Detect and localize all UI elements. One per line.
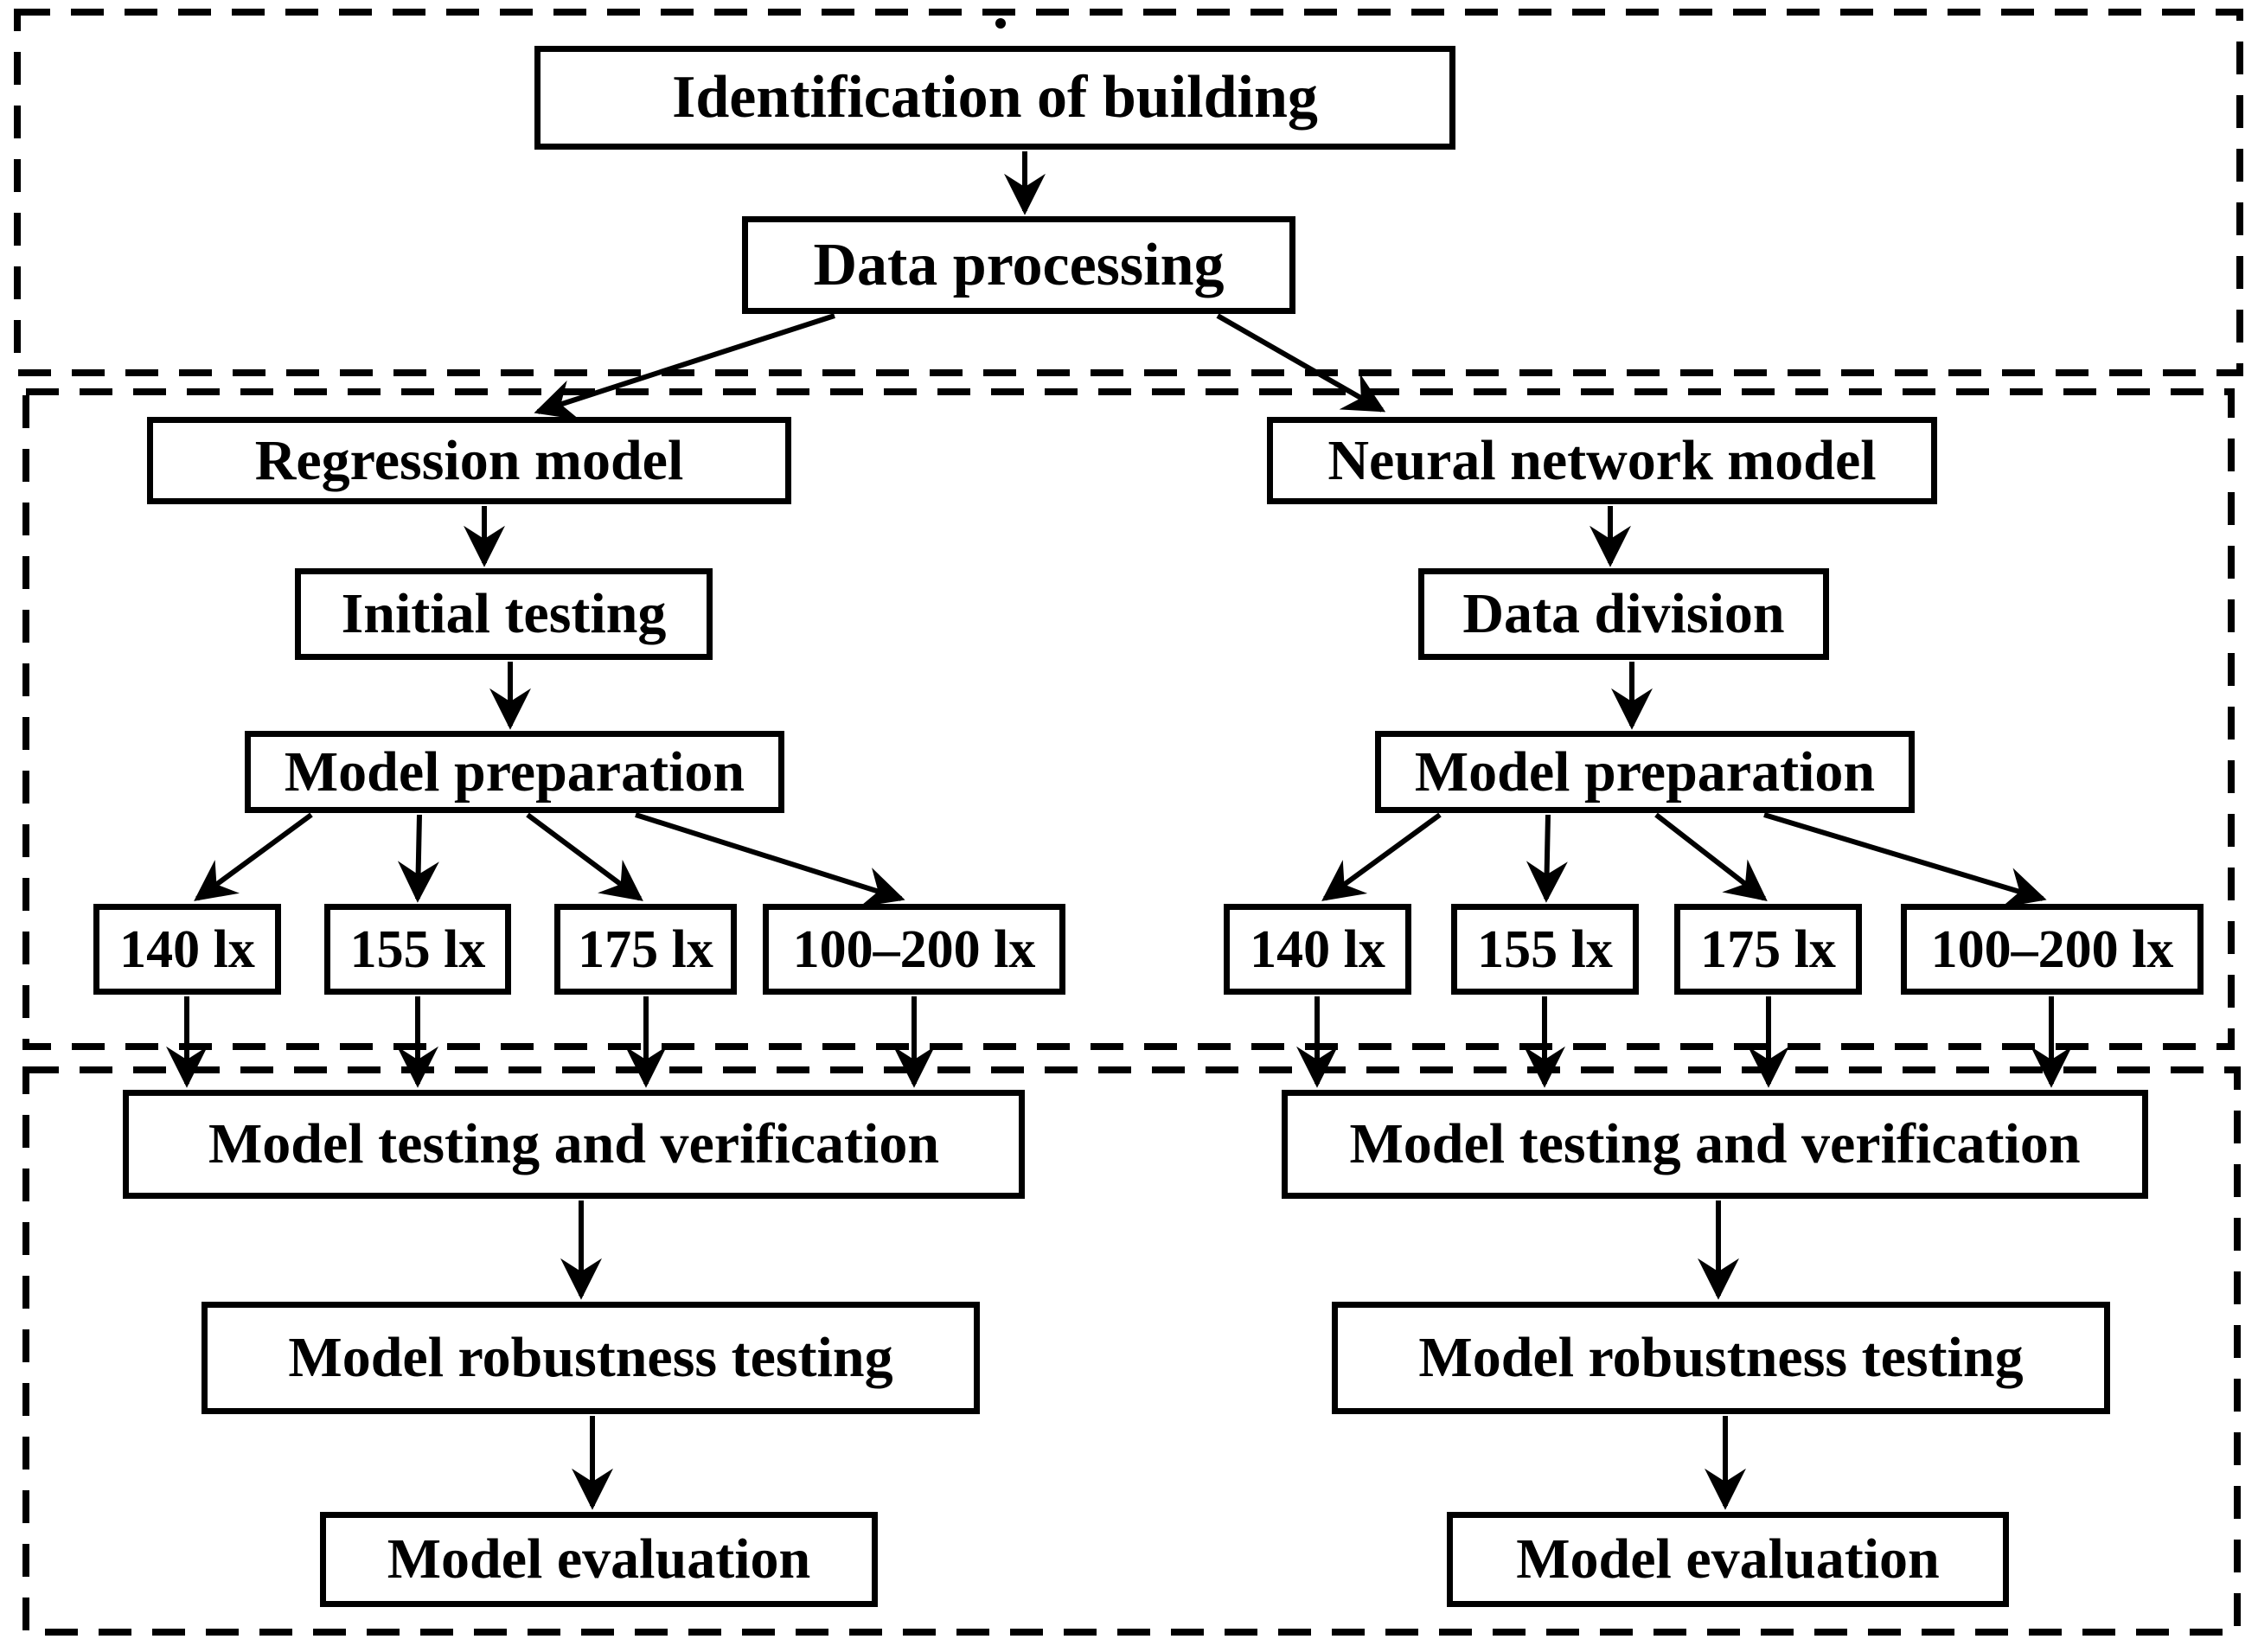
node-label: Data processing — [813, 231, 1225, 298]
phase-3-dashed-box — [22, 1066, 2241, 1636]
node-model-testing-right: Model testing and verification — [1282, 1090, 2148, 1199]
node-155lx-left: 155 lx — [324, 904, 511, 995]
node-model-evaluation-right: Model evaluation — [1447, 1512, 2009, 1607]
node-label: Data division — [1462, 582, 1785, 645]
node-initial-testing: Initial testing — [295, 568, 713, 660]
node-label: Identification of building — [672, 64, 1318, 131]
node-label: Model robustness testing — [1418, 1326, 2024, 1389]
node-label: Initial testing — [341, 582, 667, 645]
phase-2-dashed-box — [22, 388, 2235, 1050]
node-140lx-right: 140 lx — [1224, 904, 1411, 995]
top-center-dot — [995, 18, 1006, 29]
node-model-preparation-left: Model preparation — [245, 731, 784, 813]
edge-dataprocessing-to-neural — [1216, 313, 1386, 413]
node-model-preparation-right: Model preparation — [1375, 731, 1915, 813]
node-data-division: Data division — [1418, 568, 1829, 660]
node-model-robustness-left: Model robustness testing — [201, 1302, 980, 1414]
node-data-processing: Data processing — [742, 216, 1295, 314]
node-100-200lx-left: 100–200 lx — [763, 904, 1065, 995]
node-neural-network-model: Neural network model — [1267, 417, 1937, 504]
node-label: Model testing and verification — [208, 1112, 940, 1175]
node-label: Model evaluation — [387, 1527, 811, 1591]
node-identification-of-building: Identification of building — [534, 46, 1455, 150]
node-model-robustness-right: Model robustness testing — [1332, 1302, 2110, 1414]
node-label: Model testing and verification — [1349, 1112, 2081, 1175]
node-175lx-left: 175 lx — [554, 904, 737, 995]
node-label: 140 lx — [119, 919, 255, 979]
node-label: 155 lx — [1477, 919, 1613, 979]
node-label: 100–200 lx — [792, 919, 1036, 979]
edge-prepleft-to-155lx — [397, 814, 439, 903]
node-model-evaluation-left: Model evaluation — [320, 1512, 878, 1607]
edge-prepright-to-155lx — [1526, 814, 1568, 903]
node-100-200lx-right: 100–200 lx — [1901, 904, 2204, 995]
node-label: 155 lx — [349, 919, 486, 979]
node-175lx-right: 175 lx — [1674, 904, 1862, 995]
edge-prepright-to-100-200lx — [1763, 812, 2047, 908]
edge-prepright-to-175lx — [1654, 812, 1768, 901]
node-label: Model preparation — [1414, 740, 1876, 804]
node-155lx-right: 155 lx — [1451, 904, 1639, 995]
node-model-testing-left: Model testing and verification — [123, 1090, 1025, 1199]
node-label: Model evaluation — [1516, 1527, 1940, 1591]
node-label: Model robustness testing — [288, 1326, 893, 1389]
node-label: Model preparation — [284, 740, 745, 804]
node-label: 140 lx — [1250, 919, 1385, 979]
edge-prepleft-to-140lx — [194, 812, 313, 901]
edge-dataprocessing-to-regression — [534, 313, 835, 420]
node-140lx-left: 140 lx — [93, 904, 281, 995]
node-label: Regression model — [254, 428, 684, 492]
edge-prepleft-to-175lx — [526, 812, 643, 901]
edge-prepleft-to-100-200lx — [635, 812, 905, 907]
edge-prepright-to-140lx — [1321, 812, 1442, 901]
node-regression-model: Regression model — [147, 417, 791, 504]
node-label: 175 lx — [1700, 919, 1836, 979]
node-label: Neural network model — [1327, 428, 1877, 492]
node-label: 100–200 lx — [1930, 919, 2174, 979]
node-label: 175 lx — [578, 919, 713, 979]
